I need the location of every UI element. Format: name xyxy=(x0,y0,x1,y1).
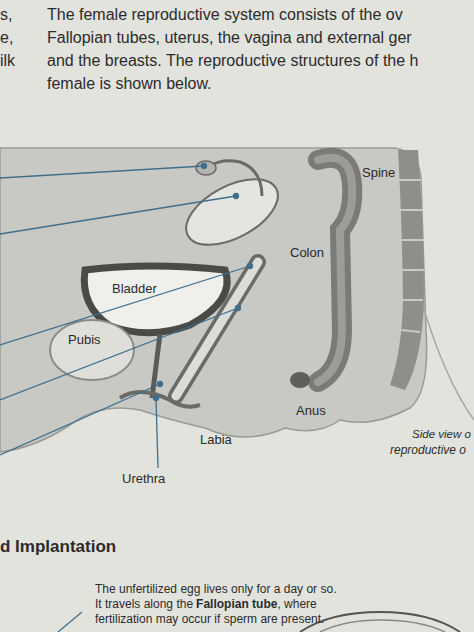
margin-fragment: e, xyxy=(0,29,13,47)
leader-line xyxy=(58,612,82,632)
uterus-shape xyxy=(176,166,289,259)
section-heading: d Implantation xyxy=(0,537,116,557)
vertebra-lines xyxy=(398,180,424,332)
body-text: and the breasts. The reproductive struct… xyxy=(47,52,418,70)
partial-figure xyxy=(320,620,445,632)
colon-shape xyxy=(318,158,352,382)
ovary-shape xyxy=(196,161,216,175)
margin-fragment: s, xyxy=(0,6,12,24)
caption-fragment: Side view o xyxy=(412,428,471,441)
leader-lines xyxy=(0,164,253,469)
margin-fragment: ilk xyxy=(0,52,15,70)
pubic-bone xyxy=(50,320,134,380)
body-text: female is shown below. xyxy=(47,75,212,93)
body-text: It travels along the xyxy=(95,598,193,612)
body-outline xyxy=(421,300,474,420)
anal-sphincter xyxy=(290,372,310,388)
part-label: Bladder xyxy=(112,282,157,297)
part-label: Urethra xyxy=(122,472,165,487)
part-label: Pubis xyxy=(68,333,101,348)
body-text-bold: Fallopian tube xyxy=(196,598,277,612)
body-text: Fallopian tubes, uterus, the vagina and … xyxy=(47,29,412,47)
body-text: fertilization may occur if sperm are pre… xyxy=(95,613,324,627)
body-text: , where xyxy=(277,598,316,612)
fallopian-tube xyxy=(210,161,262,196)
part-label: Spine xyxy=(362,166,395,181)
caption-fragment: reproductive o xyxy=(390,444,466,458)
body-text: The female reproductive system consists … xyxy=(47,6,403,24)
urethra-tube xyxy=(152,334,160,398)
labia-shape xyxy=(120,392,200,407)
body-text: The unfertilized egg lives only for a da… xyxy=(95,583,336,597)
spine-shape xyxy=(390,150,424,390)
body-section xyxy=(0,148,427,452)
part-label: Labia xyxy=(200,433,232,448)
colon-lumen xyxy=(318,158,352,382)
part-label: Colon xyxy=(290,246,324,261)
part-label: Anus xyxy=(296,404,326,419)
